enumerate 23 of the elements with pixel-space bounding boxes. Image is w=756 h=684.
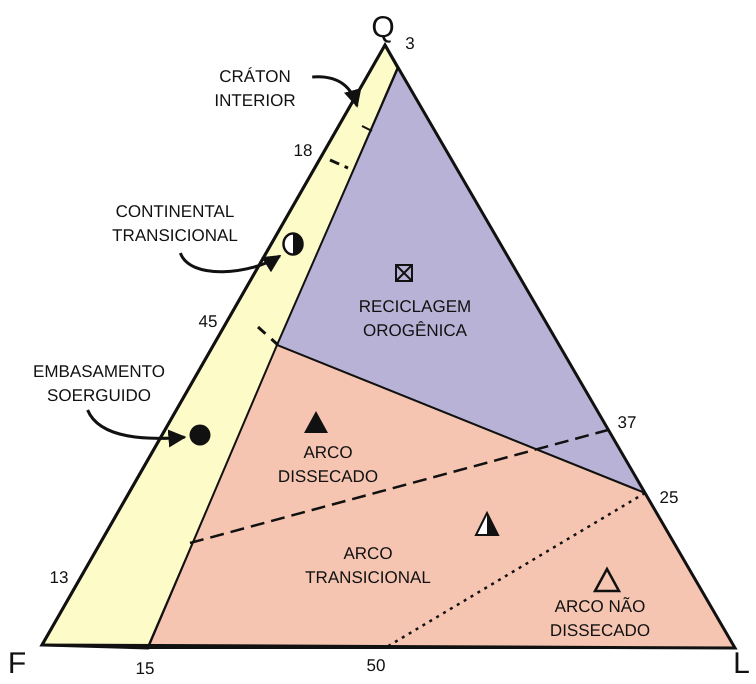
- leader-arrow: [179, 252, 282, 274]
- vertex-label: F: [6, 648, 28, 680]
- scale-value: 37: [616, 412, 638, 434]
- scale-value: 13: [48, 567, 70, 589]
- leader-arrow: [86, 409, 186, 448]
- callout-label: CRÁTON INTERIOR: [200, 65, 310, 113]
- leader-arrow: [312, 75, 361, 108]
- scale-value: 18: [292, 140, 314, 162]
- callout-label: CONTINENTAL TRANSICIONAL: [85, 200, 265, 252]
- scale-value: 3: [404, 33, 416, 55]
- field-label: RECICLAGEM OROGÊNICA: [358, 296, 472, 342]
- vertex-label: L: [732, 648, 751, 680]
- scale-value: 25: [658, 487, 680, 509]
- filled-circle-icon: [189, 424, 211, 446]
- callout-label: EMBASAMENTO SOERGUIDO: [4, 360, 194, 410]
- field-label: ARCO TRANSICIONAL: [304, 543, 432, 589]
- field-label: ARCO NÃO DISSECADO: [548, 596, 652, 642]
- scale-value: 45: [198, 311, 218, 333]
- field-label: ARCO DISSECADO: [276, 442, 380, 488]
- scale-value: 50: [366, 655, 386, 677]
- scale-value: 15: [134, 658, 156, 680]
- half-filled-circle-icon: [282, 232, 304, 256]
- vertex-label: Q: [370, 12, 396, 44]
